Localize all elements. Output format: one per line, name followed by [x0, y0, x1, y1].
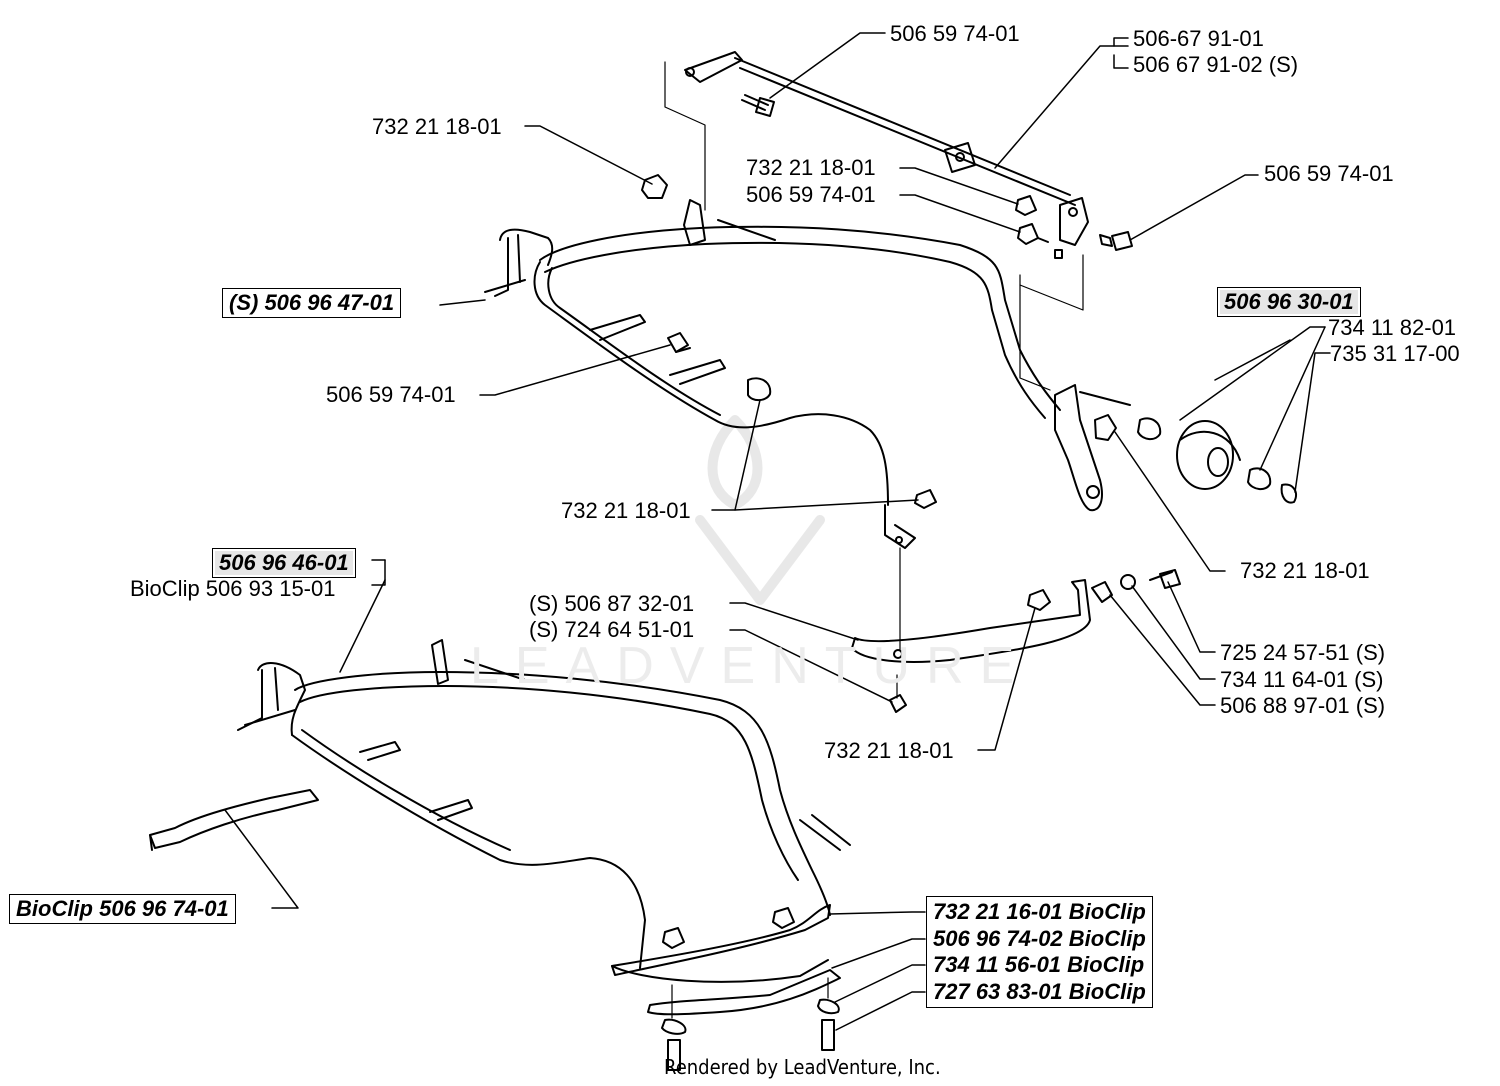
label-nut-left-upper: 732 21 18-01: [372, 114, 502, 139]
label-spacer: 734 11 82-01: [1328, 315, 1457, 340]
label-frame-lower-bioclip: BioClip 506 93 15-01: [130, 576, 336, 601]
label-frame-lower: 506 96 46-01: [212, 548, 356, 578]
label-wheel: 506 96 30-01: [1217, 287, 1361, 317]
upper-frame: [484, 199, 1131, 549]
label-nut-right-wheel: 732 21 18-01: [1240, 558, 1370, 583]
label-screw-s: (S) 724 64 51-01: [529, 617, 695, 642]
label-nut-center: 732 21 18-01: [561, 498, 691, 523]
label-nut-bottom: 732 21 18-01: [824, 738, 954, 763]
lower-frame: [237, 639, 851, 983]
wheel-assembly: [1094, 414, 1298, 504]
label-bolt-mid: 506 59 74-01: [746, 182, 876, 207]
watermark-text: LEADVENTURE: [470, 637, 1031, 695]
watermark-logo: [695, 415, 825, 605]
upper-hardware: [641, 174, 1133, 259]
label-bolt-left-mid: 506 59 74-01: [326, 382, 456, 407]
label-frame-upper: (S) 506 96 47-01: [222, 288, 402, 318]
label-bio-1: 732 21 16-01 BioClip: [933, 899, 1146, 924]
s-bracket: [851, 547, 1181, 713]
label-rod-b: 506 67 91-02 (S): [1133, 52, 1299, 77]
label-rod-a: 506-67 91-01: [1133, 26, 1264, 51]
label-bolt-s: 725 24 57-51 (S): [1220, 640, 1386, 665]
footer-credit: Rendered by LeadVenture, Inc.: [664, 1055, 941, 1079]
alignment-lines: [664, 61, 1084, 391]
leader-lines: [224, 32, 1331, 1031]
label-top-bolt: 506 59 74-01: [890, 21, 1020, 46]
label-bio-4: 727 63 83-01 BioClip: [933, 978, 1146, 1004]
top-rod-assembly: [684, 51, 1089, 246]
label-bolt-right: 506 59 74-01: [1264, 161, 1394, 186]
label-clip: 735 31 17-00: [1330, 341, 1460, 366]
label-bio-3: 734 11 56-01 BioClip: [933, 952, 1145, 977]
label-washer-s: 734 11 64-01 (S): [1220, 667, 1384, 692]
label-bio-group: 732 21 16-01 BioClip 506 96 74-02 BioCli…: [926, 896, 1153, 1008]
label-spacer-s: 506 88 97-01 (S): [1220, 693, 1386, 718]
label-nut-mid: 732 21 18-01: [746, 155, 876, 180]
label-bioclip-bracket: BioClip 506 96 74-01: [9, 894, 236, 924]
label-bio-2: 506 96 74-02 BioClip: [933, 925, 1146, 951]
bottom-plate: [647, 969, 841, 1071]
label-bracket-s: (S) 506 87 32-01: [529, 591, 695, 616]
bioclip-bracket: [149, 789, 319, 851]
